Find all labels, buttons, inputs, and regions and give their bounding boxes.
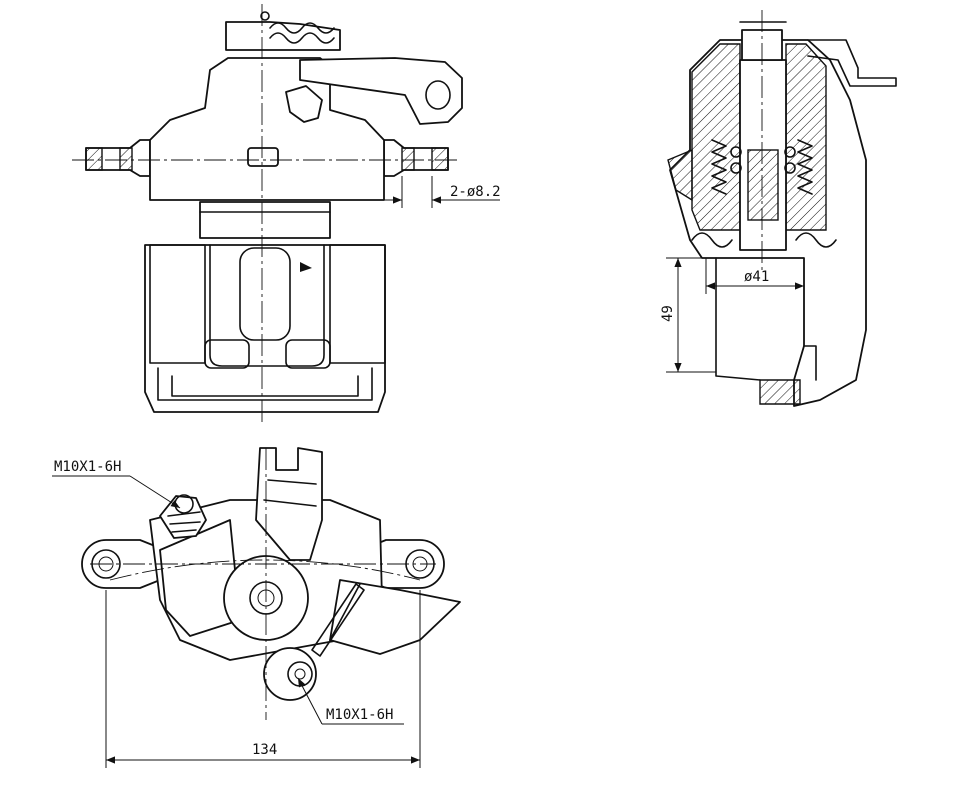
adjuster-spring [711, 139, 813, 195]
mount-spacing-dimension: 134 [105, 590, 421, 768]
bolt-hole-dimension: 2-ø8.2 [380, 176, 501, 208]
height-label: 49 [660, 305, 676, 322]
piston-diameter-label: ø41 [744, 269, 769, 285]
top-view: M10X1-6H M10X1-6H 134 [52, 447, 461, 768]
left-mounting-lug [85, 139, 151, 177]
bolt-hole-dimension-label: 2-ø8.2 [450, 184, 501, 200]
left-mounting-ear [81, 539, 161, 589]
right-mounting-lug [383, 139, 449, 177]
thread-callout-top-label: M10X1-6H [54, 459, 121, 475]
thread-callout-bottom-label: M10X1-6H [326, 707, 393, 723]
section-view: ø41 49 [660, 10, 897, 407]
thread-callout-top: M10X1-6H [52, 459, 181, 509]
piston-diameter-dimension: ø41 [705, 258, 805, 294]
height-dimension: 49 [660, 257, 716, 373]
hose-fitting [263, 647, 317, 701]
front-view: 2-ø8.2 [72, 4, 501, 424]
thread-callout-bottom: M10X1-6H [297, 677, 404, 725]
parking-brake-lever [225, 11, 463, 167]
mount-spacing-label: 134 [252, 742, 277, 758]
